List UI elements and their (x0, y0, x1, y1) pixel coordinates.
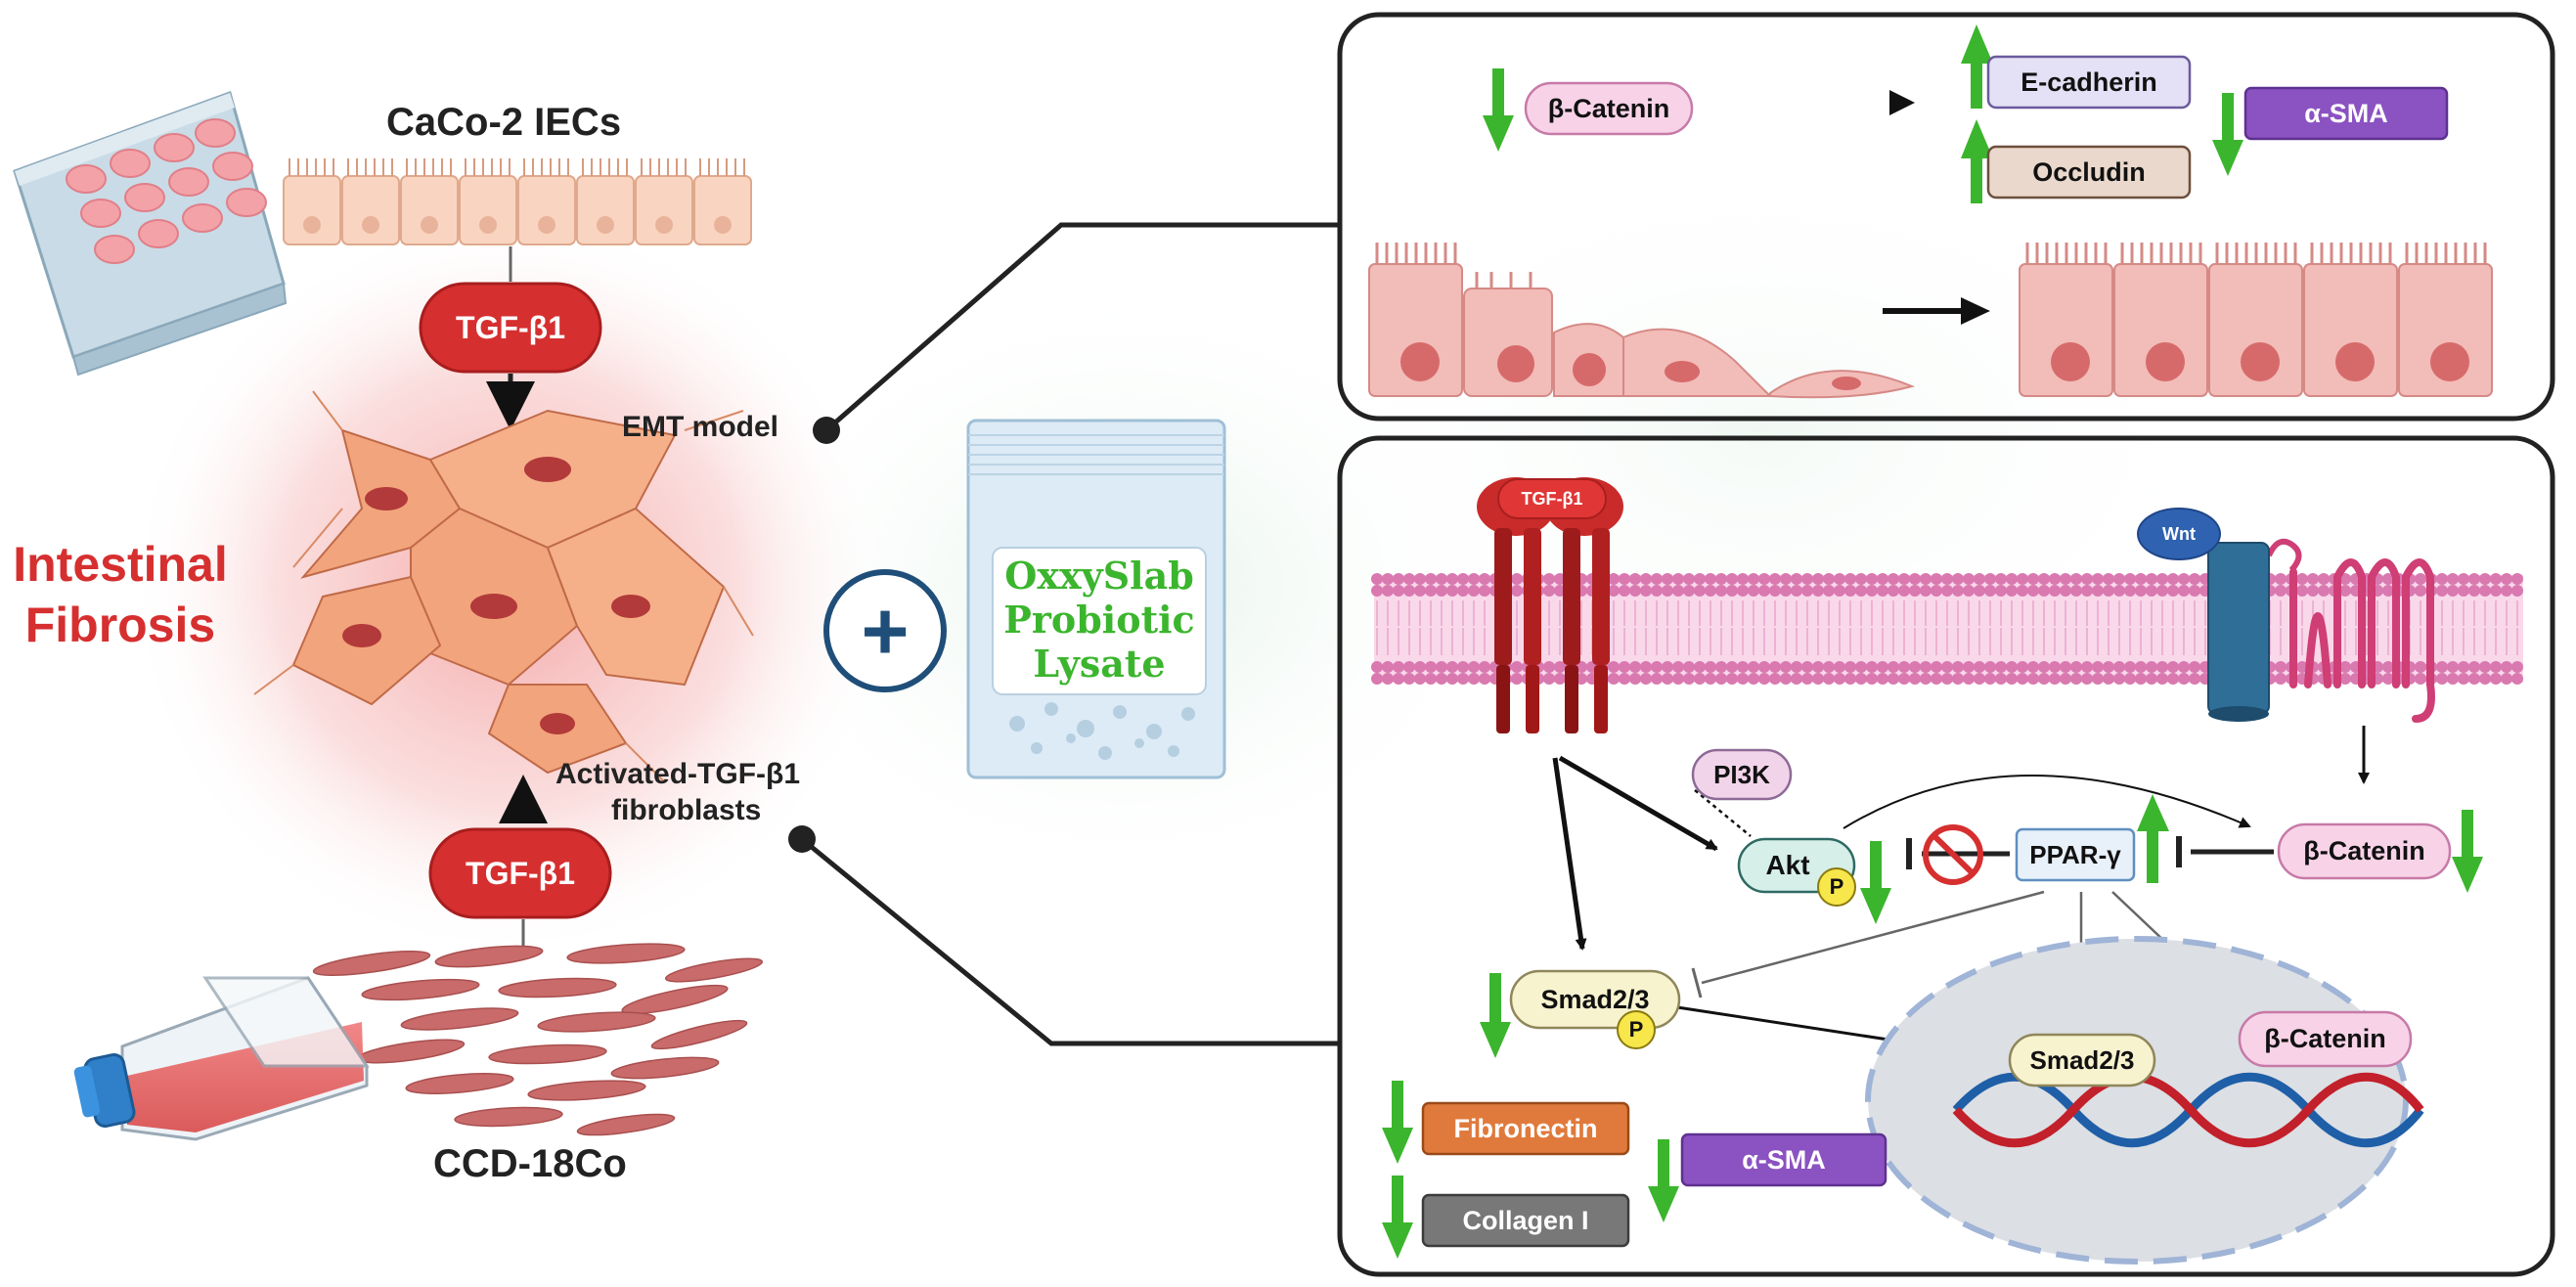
fibronectin-box (1421, 1101, 1630, 1156)
occludin-label: Occludin (2032, 156, 2146, 187)
beta-catenin-nuc-label: β-Catenin (2264, 1024, 2386, 1053)
down-arrow-fibronectin (1382, 1081, 1413, 1164)
emt-cell-transition (1368, 243, 1916, 399)
connector-fibroblast (800, 837, 1340, 1046)
beta-catenin-right-pill (2277, 822, 2452, 880)
activated-fibroblasts-icon (253, 390, 754, 783)
smad-phospho (1617, 1010, 1656, 1049)
fibrosis-title-line2: Fibrosis (24, 598, 216, 652)
ppar-label: PPAR-γ (2029, 839, 2121, 869)
smad-cyto-label: Smad2/3 (1540, 984, 1650, 1014)
tgf-receptor (1477, 477, 1623, 733)
beta-catenin-right-label: β-Catenin (2303, 836, 2425, 865)
alpha-sma-bottom-box (1680, 1132, 1888, 1187)
probiotic-bag-icon (966, 419, 1226, 779)
down-arrow-alpha-sma-top (2212, 93, 2243, 176)
plus-symbol: + (861, 584, 910, 677)
bag-line2: Probiotic (1003, 597, 1195, 642)
fibrosis-title-line1: Intestinal (13, 537, 228, 592)
connector-emt (824, 222, 1340, 432)
emt-model-label: EMT model (622, 411, 779, 443)
alpha-sma-bottom-label: α-SMA (1742, 1144, 1826, 1175)
beta-catenin-top-pill (1524, 81, 1694, 136)
tgf-top-label: TGF-β1 (456, 309, 565, 345)
down-arrow-collagen (1382, 1176, 1413, 1259)
akt-phospho (1817, 867, 1856, 907)
alpha-sma-top-label: α-SMA (2304, 98, 2388, 128)
wnt-frizzled-receptor (2137, 508, 2435, 723)
down-arrow-beta-catenin-right (2452, 810, 2483, 893)
tgf-bottom-label: TGF-β1 (466, 855, 575, 891)
down-arrow-beta-catenin-top (1483, 68, 1514, 152)
akt-label: Akt (1765, 850, 1810, 880)
up-arrow-occludin (1961, 119, 1993, 203)
caco2-label: CaCo-2 IECs (386, 101, 622, 144)
bag-line3: Lysate (1033, 641, 1166, 686)
tgf-bottom-pill (428, 827, 612, 919)
collagen-box (1421, 1193, 1630, 1248)
bag-line1: OxxySlab (1004, 553, 1194, 598)
beta-catenin-nuc-pill (2238, 1010, 2413, 1068)
tgf-receptor-label: TGF-β1 (1521, 488, 1583, 509)
caco2-cells (283, 157, 752, 245)
akt-phospho-label: P (1829, 874, 1844, 899)
tgf-top-pill (419, 282, 602, 374)
ccd18co-cells (312, 943, 764, 1136)
alpha-sma-top-box (2243, 86, 2449, 141)
ccd18co-label: CCD-18Co (433, 1142, 627, 1185)
pi3k-pill (1691, 748, 1793, 801)
wnt-label: Wnt (2162, 523, 2196, 544)
smad-phospho-label: P (1628, 1017, 1644, 1042)
smad-nuc-label: Smad2/3 (2029, 1044, 2135, 1075)
activated-label-line1: Activated-TGF-β1 (555, 758, 801, 790)
up-arrow-ppar (2137, 794, 2169, 883)
occludin-box (1986, 145, 2192, 200)
restored-epithelium (2019, 241, 2494, 398)
down-arrow-smad (1480, 973, 1511, 1058)
up-arrow-e-cadherin (1961, 24, 1993, 109)
inhibition-sign-icon (1923, 824, 1983, 885)
culture-flask-icon (73, 976, 370, 1141)
plus-circle-icon (823, 569, 947, 692)
down-arrow-alpha-sma-bottom (1648, 1139, 1679, 1222)
activated-label-line2: fibroblasts (611, 794, 762, 826)
pi3k-label: PI3K (1713, 759, 1770, 789)
e-cadherin-box (1986, 55, 2192, 110)
cell-membrane (1371, 573, 2523, 685)
collagen-label: Collagen I (1462, 1205, 1589, 1235)
fibronectin-label: Fibronectin (1453, 1113, 1598, 1143)
smad-nuc-pill (2008, 1033, 2156, 1087)
ppar-box (2015, 827, 2136, 882)
beta-catenin-top-label: β-Catenin (1547, 93, 1670, 123)
down-arrow-akt (1860, 841, 1891, 924)
well-plate-icon (13, 91, 288, 377)
e-cadherin-label: E-cadherin (2021, 67, 2157, 97)
nucleus (1865, 936, 2409, 1265)
